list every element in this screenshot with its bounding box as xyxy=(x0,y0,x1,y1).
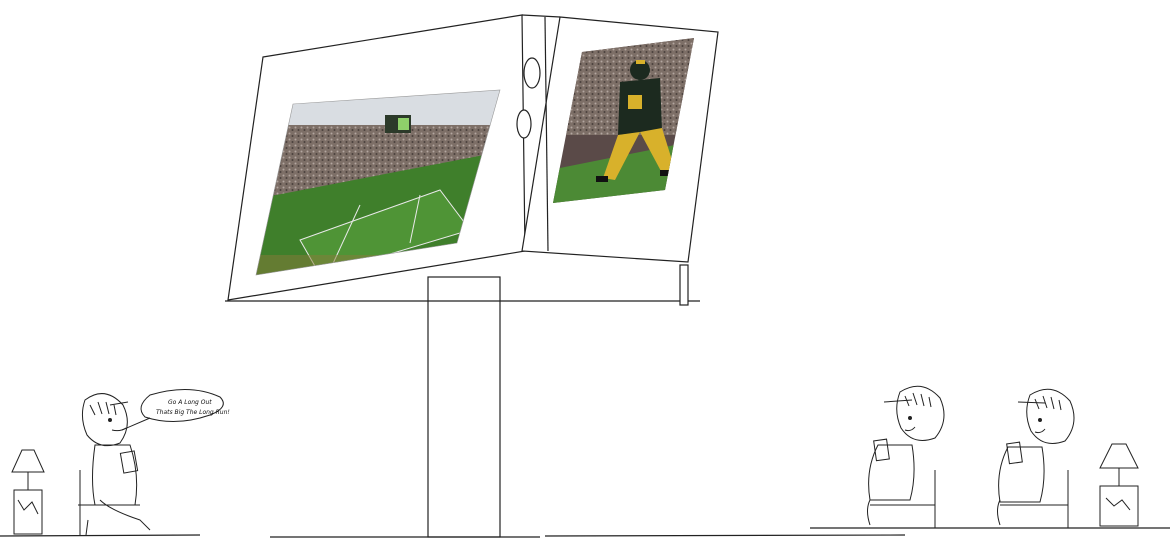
lamp-right xyxy=(1100,444,1138,526)
person-right-2 xyxy=(998,389,1075,528)
ground-lines xyxy=(0,528,1170,537)
person-right-1 xyxy=(868,386,945,528)
side-post xyxy=(680,265,688,305)
billboard-pole xyxy=(428,277,500,537)
speech-line-1: Go A Long Out xyxy=(168,399,212,406)
speaker-top-icon xyxy=(524,58,540,88)
speech-line-2: Thats Big The Long Run! xyxy=(156,409,230,416)
lamp-left xyxy=(12,450,44,534)
person-left xyxy=(78,394,150,535)
speaker-bottom-icon xyxy=(517,110,531,138)
speech-bubble: Go A Long Out Thats Big The Long Run! xyxy=(122,389,230,430)
